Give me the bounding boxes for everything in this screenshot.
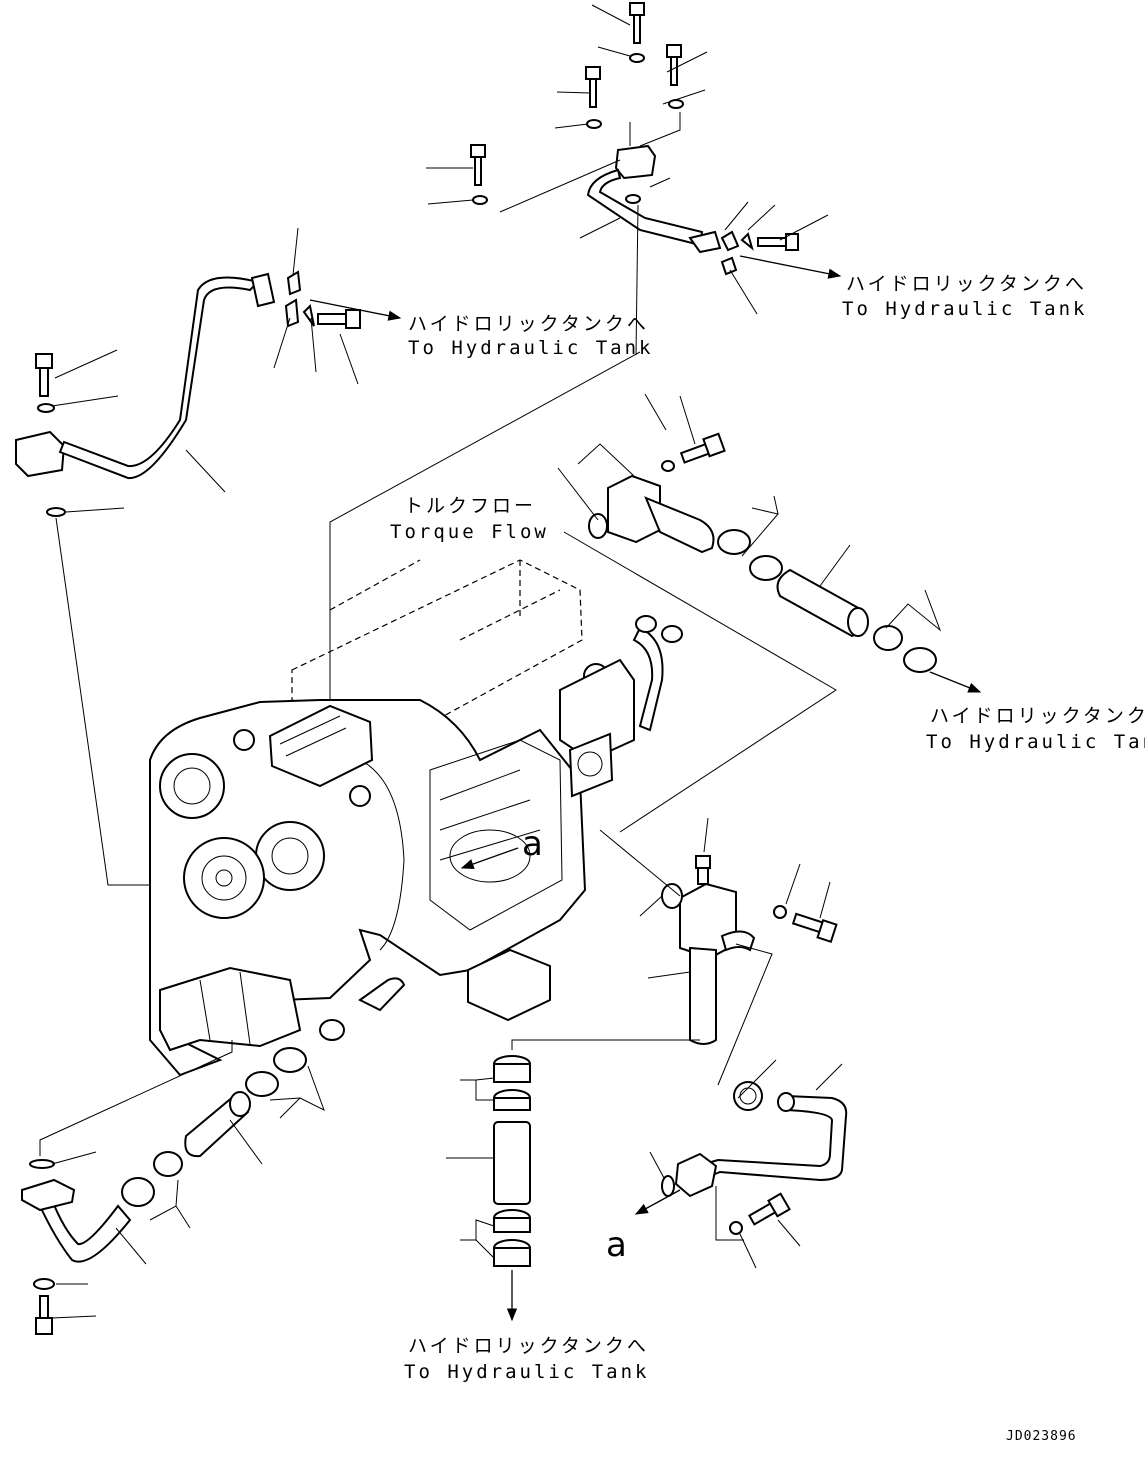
pipe-end-flange: [688, 230, 722, 254]
side-plate: [568, 732, 614, 798]
washer-icon: [729, 1221, 743, 1235]
gear-cover: [159, 753, 225, 819]
fitting: [286, 270, 302, 296]
hose-clamp-icon: [717, 529, 783, 581]
label-en: To Hydraulic Tank: [926, 731, 1145, 753]
bolt-icon: [757, 233, 799, 251]
top-pipe-assembly: [426, 2, 842, 356]
label-jp: ハイドロリックタンクへ: [408, 1335, 649, 1357]
washer-icon: [661, 460, 675, 472]
hose-clamp-icon: [873, 625, 937, 673]
bolt-icon: [748, 1192, 791, 1226]
washer-icon: [472, 195, 488, 205]
torque-flow-label: トルクフロー Torque Flow: [390, 495, 549, 543]
flange-block: [15, 430, 66, 478]
o-ring-icon: [661, 883, 683, 909]
pipe-icon: [720, 930, 756, 952]
fitting: [720, 256, 738, 276]
arrow-icon: [929, 671, 982, 693]
bolt-icon: [585, 66, 601, 108]
pipe-icon: [38, 1198, 132, 1263]
bolt-icon: [35, 353, 53, 397]
arrow-icon: [460, 847, 519, 869]
bottom-cover: [467, 948, 551, 1022]
hose-icon: [493, 1121, 531, 1205]
label-jp: ハイドロリックタンクへ: [408, 313, 649, 335]
bolt-icon: [666, 44, 682, 86]
washer-icon: [586, 119, 602, 129]
middle-hose-assembly: [557, 393, 982, 833]
label-en: To Hydraulic Tank: [408, 337, 653, 359]
fitting: [284, 298, 300, 328]
arrow-icon: [634, 1189, 681, 1215]
gear-cover: [183, 837, 265, 919]
o-ring-icon: [733, 1081, 763, 1111]
arrow-icon: [309, 299, 402, 321]
washer-icon: [37, 403, 55, 413]
pipe-icon: [586, 168, 704, 247]
gear-cover: [255, 821, 325, 891]
o-ring-icon: [319, 1019, 345, 1041]
tank-label-top-right: ハイドロリックタンクへ To Hydraulic Tank: [842, 273, 1087, 320]
o-ring-icon: [29, 1159, 55, 1169]
bolt-icon: [35, 1295, 53, 1335]
arrow-icon: [739, 255, 842, 279]
bolt-icon: [317, 309, 361, 329]
washer-icon: [629, 53, 645, 63]
lifting-eye: [233, 729, 255, 751]
o-ring-icon: [588, 513, 608, 539]
pipe-end-flange: [250, 272, 276, 308]
bolt-icon: [470, 144, 486, 186]
o-ring-icon: [625, 194, 641, 204]
o-ring-icon: [302, 303, 315, 327]
label-jp: ハイドロリックタンクへ: [846, 273, 1087, 295]
tank-label-top-left: ハイドロリックタンクへ To Hydraulic Tank: [408, 313, 653, 359]
washer-icon: [33, 1278, 55, 1290]
tank-label-bottom: ハイドロリックタンクへ To Hydraulic Tank: [404, 1335, 649, 1383]
drawing-code: JD023896: [1006, 1429, 1077, 1444]
pipe-icon: [698, 1094, 848, 1182]
pipe-icon: [58, 276, 260, 480]
hose-clamp-icon: [245, 1047, 307, 1097]
lower-right-pipe-assembly: [634, 1059, 848, 1269]
view-a-label-bottom: a: [606, 1225, 627, 1265]
label-en: Torque Flow: [390, 521, 549, 543]
bolt-icon: [791, 912, 838, 943]
flange-block: [21, 1178, 76, 1212]
o-ring-icon: [661, 1175, 675, 1197]
washer-icon: [773, 905, 787, 919]
lower-left-hose-assembly: [21, 1040, 325, 1335]
bolt-icon: [629, 2, 645, 44]
plug: [695, 855, 711, 885]
pipe-icon: [689, 946, 717, 1045]
pump: [159, 966, 302, 1052]
label-en: To Hydraulic Tank: [842, 298, 1087, 320]
side-housing: [559, 658, 635, 762]
lower-center-hose-assembly: [446, 817, 838, 1322]
o-ring-icon: [740, 232, 754, 251]
view-a-label-top: a: [522, 824, 543, 864]
tank-label-mid-right: ハイドロリックタンクへ To Hydraulic Tank: [926, 705, 1145, 753]
label-jp: ハイドロリックタンクへ: [930, 705, 1145, 727]
transmission-body: [149, 559, 683, 1077]
left-pipe-assembly: [15, 227, 641, 886]
pipe-icon: [632, 626, 664, 732]
hose-clamp-icon: [121, 1151, 183, 1207]
label-en: To Hydraulic Tank: [404, 1361, 649, 1383]
hose-clamp-icon: [493, 1209, 531, 1267]
label-jp: トルクフロー: [404, 495, 536, 517]
hose-clamp-icon: [493, 1055, 531, 1111]
bolt-icon: [679, 432, 726, 464]
pipe-icon: [358, 977, 406, 1012]
o-ring-icon: [46, 507, 66, 517]
valve-block: [268, 704, 374, 788]
flange-block: [674, 1152, 718, 1198]
fitting: [720, 230, 740, 252]
pipe-icon: [644, 496, 715, 554]
flange-block: [614, 144, 657, 180]
lifting-eye: [349, 785, 371, 807]
